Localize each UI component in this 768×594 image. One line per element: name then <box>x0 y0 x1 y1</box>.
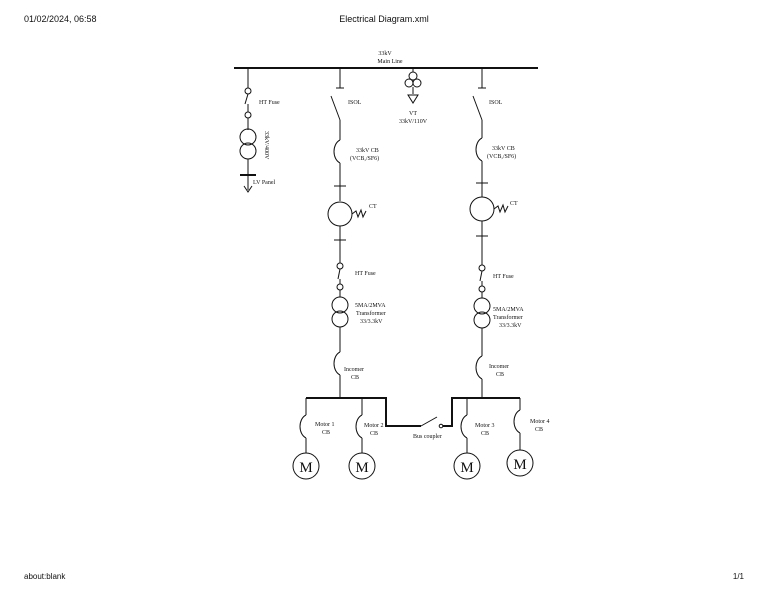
left-transformer-primary-coil <box>331 296 349 314</box>
motor-1-cb-label-2: CB <box>322 430 330 436</box>
vt-ground-symbol <box>407 94 419 104</box>
right-feeder: ISOL 33kV CB (VCB,/SF6) CT HT Fuse 5MA/2… <box>469 68 524 397</box>
left-ct-label: CT <box>369 204 377 210</box>
left-transformer-label-2: Transformer <box>356 310 386 317</box>
right-transformer-label-3: 33/3.3kV <box>499 323 522 329</box>
motor-3-symbol <box>453 452 481 480</box>
right-incomer-cb-symbol <box>475 355 483 380</box>
left-incomer-label-2: CB <box>351 375 359 381</box>
motor-2-symbol <box>348 452 376 480</box>
bus-name-label: Main Line <box>377 59 402 65</box>
motor-1-cb-label-1: Motor 1 <box>315 422 335 428</box>
bus-coupler-switch <box>420 416 438 427</box>
motor-2-cb-label-1: Motor 2 <box>364 423 384 429</box>
motor-3-letter: M <box>460 460 473 476</box>
motor-3-cb-symbol <box>460 414 468 439</box>
motor-3-cb-label-2: CB <box>481 431 489 437</box>
motor-2-letter: M <box>355 460 368 476</box>
page-number: 1/1 <box>732 572 744 581</box>
motor-4-feeder: M Motor 4 CB <box>506 398 550 477</box>
motor-2-cb-symbol <box>355 414 363 439</box>
left-cb-label-2: (VCB,/SF6) <box>350 155 379 162</box>
voltage-transformer: VT 33kV/110V <box>399 68 428 125</box>
right-ct-label: CT <box>510 201 518 207</box>
motor-4-cb-label-2: CB <box>535 427 543 433</box>
motor-4-cb-symbol <box>513 409 521 434</box>
right-incomer-label-1: Incomer <box>489 364 509 370</box>
right-transformer-label-1: 5MA/2MVA <box>493 307 524 313</box>
motor-3-feeder: M Motor 3 CB <box>453 398 495 480</box>
motor-1-symbol <box>292 452 320 480</box>
left-transformer-label-1: 5MA/2MVA <box>355 303 386 309</box>
right-incomer-label-2: CB <box>496 372 504 378</box>
motor-1-letter: M <box>299 460 312 476</box>
aux-transformer-rating: 33kV/400V <box>263 131 269 160</box>
motor-2-feeder: M Motor 2 CB <box>348 398 384 480</box>
left-feeder: ISOL 33kV CB (VCB,/SF6) CT HT Fuse 5MA/2… <box>327 68 386 397</box>
motor-4-symbol <box>506 449 534 477</box>
left-transformer-label-3: 33/3.3kV <box>360 319 383 325</box>
bus-coupler-label: Bus coupler <box>413 434 442 440</box>
vt-ratio-label: 33kV/110V <box>399 119 428 125</box>
left-33kv-cb-symbol <box>333 139 341 164</box>
left-isol-label: ISOL <box>348 100 362 106</box>
right-ht-fuse-label: HT Fuse <box>493 274 514 280</box>
right-cb-label-2: (VCB,/SF6) <box>487 153 516 160</box>
left-incomer-label-1: Incomer <box>344 367 364 373</box>
lv-panel-arrow <box>243 185 253 193</box>
left-ht-fuse-symbol <box>336 262 344 270</box>
motor-4-letter: M <box>513 457 526 473</box>
lv-panel-label: LV Panel <box>253 180 276 186</box>
left-isolator-symbol <box>330 95 341 121</box>
left-ct-symbol <box>327 201 353 227</box>
right-ht-fuse-symbol <box>478 264 486 272</box>
right-33kv-cb-symbol <box>475 137 483 162</box>
right-ct-symbol <box>469 196 495 222</box>
motor-1-cb-symbol <box>299 414 307 439</box>
motor-3-cb-label-1: Motor 3 <box>475 423 495 429</box>
right-3kv-bus <box>443 397 520 427</box>
right-isol-label: ISOL <box>489 100 503 106</box>
motor-2-cb-label-2: CB <box>370 431 378 437</box>
motor-1-feeder: M Motor 1 CB <box>292 398 335 480</box>
left-3kv-bus <box>306 397 421 427</box>
aux-ht-fuse-symbol <box>244 87 252 95</box>
right-transformer-label-2: Transformer <box>493 314 523 321</box>
document-title: Electrical Diagram.xml <box>339 14 429 24</box>
vt-name-label: VT <box>409 111 417 117</box>
aux-ht-fuse-label: HT Fuse <box>259 100 280 106</box>
left-cb-label-1: 33kV CB <box>356 148 379 154</box>
left-ht-fuse-label: HT Fuse <box>355 271 376 277</box>
right-isolator-symbol <box>472 95 483 121</box>
auxiliary-branch: HT Fuse 33kV/400V LV Panel <box>239 68 280 193</box>
aux-transformer-primary-coil <box>239 128 257 146</box>
right-transformer-primary-coil <box>473 297 491 315</box>
left-incomer-cb-symbol <box>333 351 341 376</box>
print-datetime: 01/02/2024, 06:58 <box>24 14 97 24</box>
right-cb-label-1: 33kV CB <box>492 146 515 152</box>
motor-4-cb-label-1: Motor 4 <box>530 419 550 425</box>
print-url: about:blank <box>24 572 66 581</box>
bus-voltage-label: 33kV <box>378 51 392 57</box>
